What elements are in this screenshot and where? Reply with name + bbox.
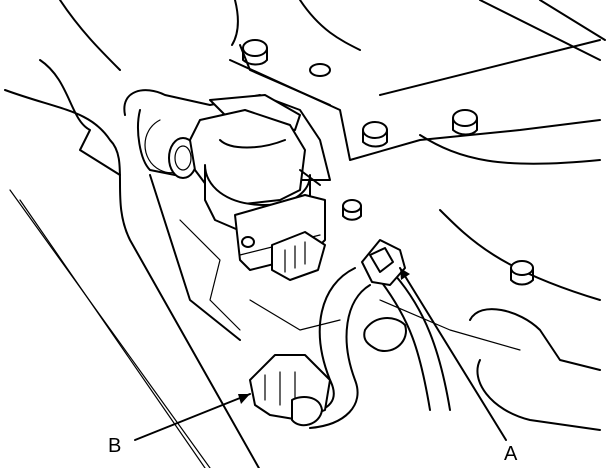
callout-label-b: B bbox=[108, 435, 121, 457]
bolt-6 bbox=[309, 63, 331, 77]
bolt-2 bbox=[362, 121, 388, 148]
mounting-bolts bbox=[242, 39, 534, 286]
egr-valve-connector bbox=[271, 231, 326, 281]
callout-label-a: A bbox=[504, 443, 518, 465]
harness-clip bbox=[361, 239, 407, 352]
bolt-1 bbox=[242, 39, 268, 66]
bolt-3 bbox=[452, 109, 478, 136]
bolt-4 bbox=[342, 199, 362, 221]
bolt-5 bbox=[510, 260, 534, 286]
harness-connector bbox=[249, 354, 331, 427]
leader-line-b bbox=[134, 393, 251, 441]
wire-harness bbox=[304, 267, 451, 429]
leader-line-a bbox=[399, 267, 507, 441]
